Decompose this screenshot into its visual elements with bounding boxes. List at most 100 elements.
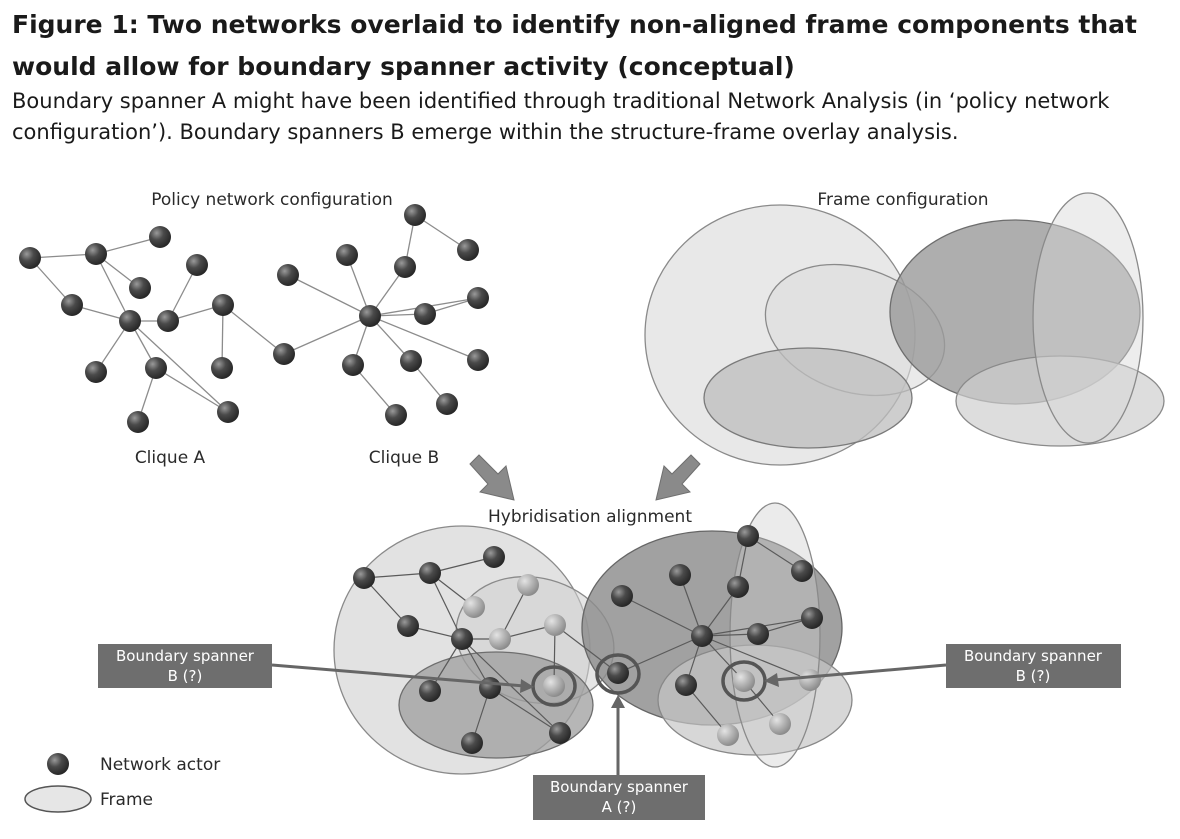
network-actor-node xyxy=(394,256,416,278)
frame-configuration: Frame configuration xyxy=(644,190,1165,466)
network-actor-node xyxy=(451,628,473,650)
clique-a-label: Clique A xyxy=(135,448,206,468)
callout-spanner-a: Boundary spanner A (?) xyxy=(533,695,705,820)
network-actor-node xyxy=(19,247,41,269)
network-actor-node xyxy=(669,564,691,586)
legend-frame-icon xyxy=(24,785,92,813)
callout-connector xyxy=(271,663,525,688)
network-actor-node xyxy=(737,525,759,547)
figure-title: Figure 1: Two networks overlaid to ident… xyxy=(12,10,1137,81)
figure-caption: Boundary spanner A might have been ident… xyxy=(12,89,1110,144)
callout-line: A (?) xyxy=(602,798,637,816)
arrowhead xyxy=(611,695,625,708)
callout-line: B (?) xyxy=(168,667,203,685)
callout-line: B (?) xyxy=(1016,667,1051,685)
network-actor-node xyxy=(769,713,791,735)
network-actor-node xyxy=(397,615,419,637)
merge-arrow-right xyxy=(655,454,701,501)
network-actor-node xyxy=(212,294,234,316)
network-actor-node xyxy=(336,244,358,266)
network-actor-node xyxy=(791,560,813,582)
network-actor-node xyxy=(479,677,501,699)
callout-line: Boundary spanner xyxy=(964,647,1103,665)
network-actor-node xyxy=(801,607,823,629)
legend-actor-icon xyxy=(47,753,69,775)
network-actor-node xyxy=(127,411,149,433)
network-actor-node xyxy=(549,722,571,744)
network-actor-node xyxy=(544,614,566,636)
frame-ellipse xyxy=(703,347,913,449)
spanner-highlight-ring xyxy=(531,665,577,707)
network-actor-node xyxy=(733,670,755,692)
callout-box xyxy=(533,775,705,820)
policy-network-label: Policy network configuration xyxy=(151,190,393,210)
network-actor-node xyxy=(85,243,107,265)
network-actor-node xyxy=(273,343,295,365)
callout-connector xyxy=(773,663,947,682)
hybridisation-alignment: Hybridisation alignment xyxy=(333,502,853,775)
network-actor-node xyxy=(607,662,629,684)
legend-actor-label: Network actor xyxy=(100,755,220,775)
frame-ellipse xyxy=(1032,192,1144,444)
callout-line: Boundary spanner xyxy=(550,778,689,796)
network-actor-node xyxy=(419,562,441,584)
network-actor-node xyxy=(517,574,539,596)
network-actor-node xyxy=(414,303,436,325)
callout-box xyxy=(946,644,1121,688)
network-actor-node xyxy=(419,680,441,702)
network-actor-node xyxy=(457,239,479,261)
hybrid-network-nodes-dark xyxy=(353,525,823,754)
callout-line: Boundary spanner xyxy=(116,647,255,665)
frame-ellipse xyxy=(955,355,1165,447)
hybrid-network-nodes-light xyxy=(463,574,821,746)
network-actor-node xyxy=(129,277,151,299)
network-actor-node xyxy=(717,724,739,746)
network-actor-node xyxy=(342,354,364,376)
callout-box xyxy=(98,644,272,688)
arrowhead xyxy=(764,673,779,687)
network-actor-node xyxy=(353,567,375,589)
network-actor-node xyxy=(359,305,381,327)
legend-frame-label: Frame xyxy=(100,790,153,810)
network-actor-node xyxy=(157,310,179,332)
callout-spanner-b-left: Boundary spanner B (?) xyxy=(98,644,534,693)
network-actor-node xyxy=(467,349,489,371)
frame-config-label: Frame configuration xyxy=(817,190,988,210)
network-actor-node xyxy=(85,361,107,383)
network-actor-node xyxy=(149,226,171,248)
merge-arrows xyxy=(469,454,701,501)
network-actor-node xyxy=(467,287,489,309)
network-actor-node xyxy=(463,596,485,618)
network-actor-node xyxy=(611,585,633,607)
legend: Network actor Frame xyxy=(24,753,220,813)
network-actor-node xyxy=(217,401,239,423)
policy-network-nodes xyxy=(19,204,489,433)
network-actor-node xyxy=(404,204,426,226)
network-actor-node xyxy=(385,404,407,426)
network-actor-node xyxy=(61,294,83,316)
spanner-highlight-ring xyxy=(595,653,641,695)
merge-arrow-left xyxy=(469,454,515,501)
network-actor-node xyxy=(119,310,141,332)
network-actor-node xyxy=(461,732,483,754)
network-actor-node xyxy=(747,623,769,645)
callout-spanner-b-right: Boundary spanner B (?) xyxy=(764,644,1121,688)
network-actor-node xyxy=(277,264,299,286)
network-actor-node xyxy=(727,576,749,598)
network-actor-node xyxy=(400,350,422,372)
hybridisation-label: Hybridisation alignment xyxy=(488,507,692,527)
network-actor-node xyxy=(543,675,565,697)
network-actor-node xyxy=(483,546,505,568)
network-actor-node xyxy=(489,628,511,650)
network-actor-node xyxy=(691,625,713,647)
network-actor-node xyxy=(211,357,233,379)
network-actor-node xyxy=(145,357,167,379)
policy-network: Policy network configuration xyxy=(19,190,489,468)
network-actor-node xyxy=(186,254,208,276)
arrowhead xyxy=(520,679,534,693)
clique-b-label: Clique B xyxy=(369,448,439,468)
network-actor-node xyxy=(675,674,697,696)
network-actor-node xyxy=(799,669,821,691)
network-actor-node xyxy=(436,393,458,415)
